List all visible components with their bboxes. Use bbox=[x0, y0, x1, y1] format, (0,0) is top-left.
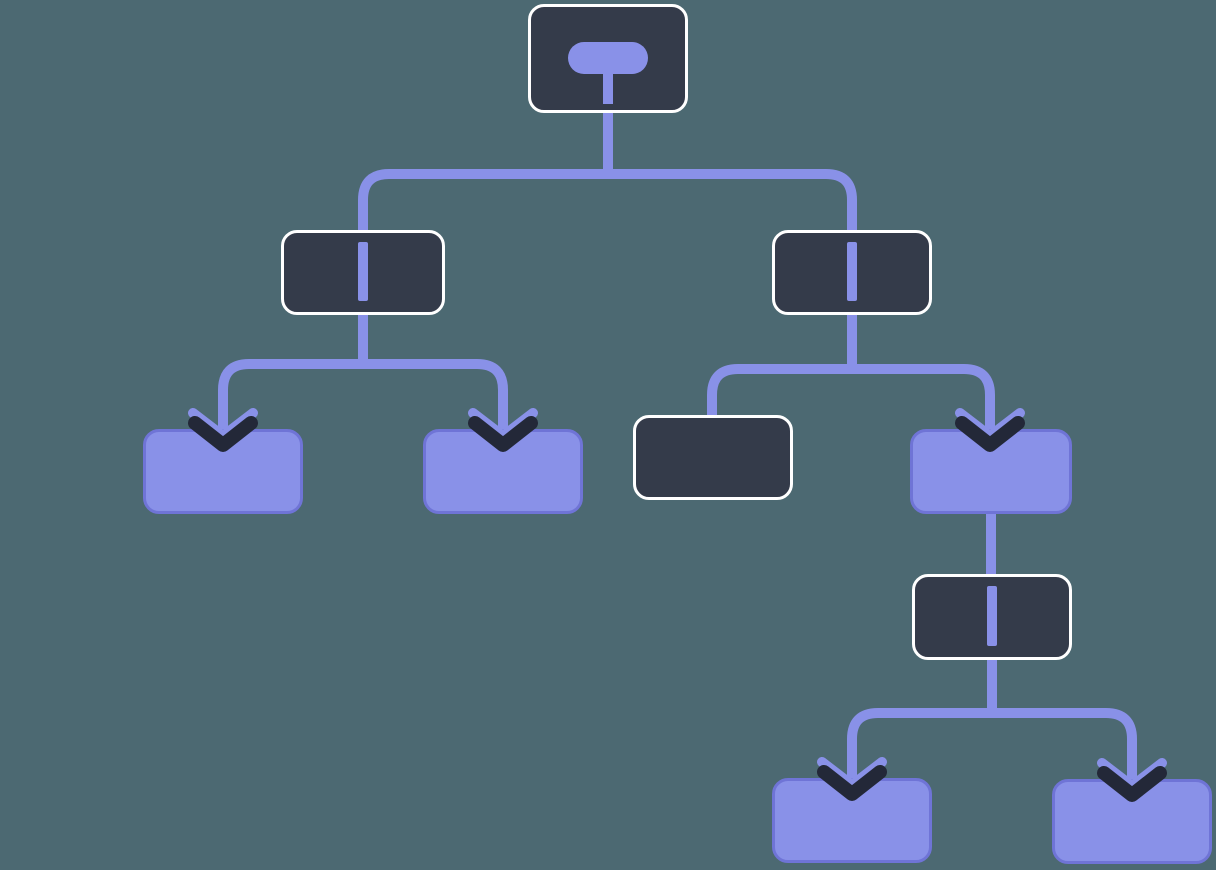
node-leaf-4[interactable] bbox=[772, 778, 932, 863]
connector-branch-right-to-children bbox=[707, 308, 995, 436]
pill-icon bbox=[568, 42, 648, 74]
node-leaf-3[interactable] bbox=[910, 429, 1072, 514]
node-branch-right[interactable] bbox=[772, 230, 932, 315]
node-branch-bottom[interactable] bbox=[912, 574, 1072, 660]
node-leaf-5[interactable] bbox=[1052, 779, 1212, 864]
vertical-line-icon bbox=[358, 242, 368, 301]
vertical-line-icon bbox=[847, 242, 857, 301]
connector-branch-bottom-to-leaves bbox=[847, 653, 1137, 786]
connector-branch-left-to-leaves bbox=[218, 308, 508, 436]
node-plain[interactable] bbox=[633, 415, 793, 500]
vertical-line-icon bbox=[987, 586, 997, 646]
node-root[interactable] bbox=[528, 4, 688, 113]
node-leaf-1[interactable] bbox=[143, 429, 303, 514]
node-leaf-2[interactable] bbox=[423, 429, 583, 514]
pill-stem-icon bbox=[603, 70, 613, 104]
connector-root-to-branches bbox=[358, 103, 857, 235]
node-branch-left[interactable] bbox=[281, 230, 445, 315]
